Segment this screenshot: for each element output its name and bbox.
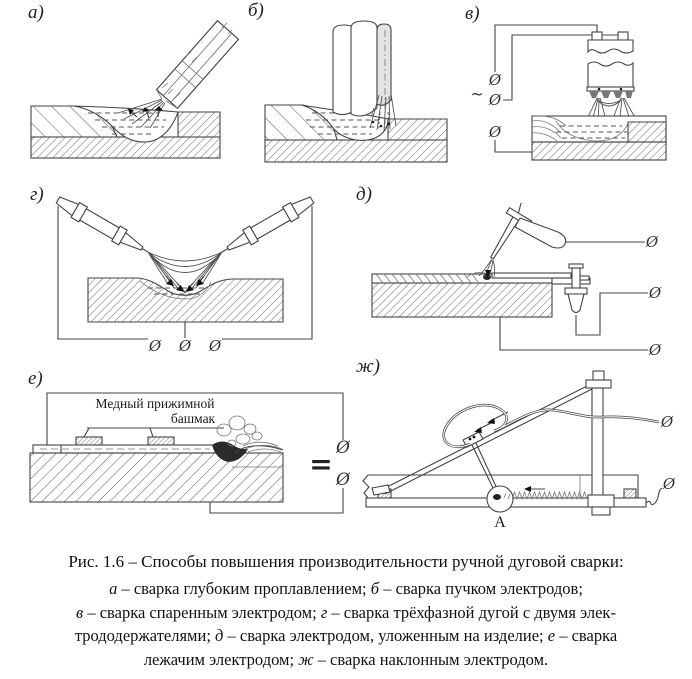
terminal-icon: Ø (662, 475, 676, 493)
dc-symbol: = (309, 448, 332, 481)
caption-letter: б (370, 579, 380, 598)
caption-text: – сварка трёхфазной дугой с двумя элек- (327, 602, 616, 622)
caption-letter: д (215, 626, 224, 645)
panel-label-v: в) (465, 3, 480, 24)
terminal-icon: Ø (335, 470, 351, 490)
copper-shoe-label-line1: Медный прижимной (96, 396, 215, 411)
copper-shoe-label-line2: башмак (171, 411, 216, 426)
top-wire (46, 392, 344, 445)
feed-arrows (474, 411, 545, 492)
caption-text: – сварка спаренным электродом; (83, 602, 321, 622)
workpiece (371, 273, 591, 318)
point-a-label: А (494, 514, 506, 531)
leader-lines (83, 427, 224, 438)
terminal-icon: Ø (178, 337, 192, 355)
caption-title: Рис. 1.6 – Способы повышения производите… (68, 552, 624, 571)
diagram-d-laid-electrode: Ø Ø Ø (371, 202, 662, 359)
arc-bundle (147, 251, 223, 294)
panel-label-e: е) (28, 368, 43, 389)
terminal-icon: Ø (488, 123, 502, 141)
caption-text: – сварка (555, 626, 618, 645)
terminal-icon: Ø (148, 337, 162, 355)
panel-label-g: г) (30, 184, 44, 205)
figure-caption: Рис. 1.6 – Способы повышения производите… (0, 552, 692, 671)
caption-letter: ж (298, 649, 314, 669)
caption-letter: г (320, 602, 328, 622)
caption-text: – сварка пучком электродов; (379, 579, 583, 598)
terminal-icon: Ø (648, 341, 662, 359)
arc-streaks (369, 93, 397, 132)
electrode-holder-vertical (564, 263, 590, 314)
electrode-holder (586, 31, 635, 98)
caption-line-2: в – сварка спаренным электродом; г – сва… (0, 601, 692, 625)
workpiece (87, 277, 284, 323)
supply-wires (499, 241, 648, 351)
twin-arcs (584, 97, 638, 128)
workpiece (264, 104, 448, 163)
electrode (155, 19, 240, 110)
terminal-icon: Ø (335, 438, 351, 458)
diagram-zh-inclined-electrode: А Ø Ø (362, 370, 676, 531)
caption-text: трододержателями; (74, 626, 216, 645)
weld-crater-and-bead (212, 441, 284, 468)
workpiece (531, 115, 667, 161)
terminal-icon: Ø (648, 284, 662, 302)
diagram-b-electrode-bundle (264, 20, 448, 163)
arc-rays (117, 98, 166, 129)
terminal-icon: Ø (645, 233, 659, 251)
electrode-holder-right (221, 196, 315, 253)
diagram-v-twin-electrode: Ø Ø Ø ~ (470, 24, 667, 161)
support-post (585, 370, 615, 516)
inclined-rod (371, 384, 593, 496)
lying-electrode (32, 444, 216, 454)
terminal-icon: Ø (660, 413, 674, 431)
panel-label-a: а) (28, 2, 44, 23)
terminal-icon: Ø (488, 91, 502, 109)
caption-line-1: а – сварка глубоким проплавлением; б – с… (0, 577, 692, 601)
workpiece (29, 452, 284, 503)
diagram-g-three-phase: Ø Ø Ø (55, 196, 315, 355)
electrode-holder-left (55, 196, 149, 253)
panel-label-b: б) (248, 0, 264, 21)
caption-text: – сварка наклонным электродом. (313, 649, 549, 669)
caption-letter: в (76, 602, 84, 622)
spring-coil (511, 490, 588, 501)
caption-line-3: трододержателями; д – сварка электродом,… (0, 624, 692, 648)
terminal-icon: Ø (208, 337, 222, 355)
caption-line-4: лежачим электродом; ж – сварка наклонным… (0, 648, 692, 672)
welding-cable (442, 403, 660, 449)
arc-rays (478, 258, 496, 278)
copper-shoes (75, 436, 175, 446)
weld-point-a (486, 485, 514, 513)
electrode-holder-tilted (489, 202, 567, 260)
caption-text: лежачим электродом; (143, 649, 299, 669)
electrode-bundle (332, 20, 392, 128)
caption-letter: а (109, 579, 118, 598)
bottom-wire (209, 488, 344, 514)
caption-text: – сварка электродом, уложенным на издели… (223, 626, 548, 645)
caption-letter: е (547, 626, 556, 645)
smoke (216, 415, 263, 447)
diagram-e-lying-electrode: Медный прижимной башмак Ø Ø = (29, 392, 351, 514)
caption-text: – сварка глубоким проплавлением; (117, 579, 371, 598)
ground-wire (645, 487, 663, 506)
panel-label-zh: ж) (356, 356, 381, 377)
diagram-a-deep-penetration (30, 19, 240, 159)
ac-symbol: ~ (470, 85, 483, 104)
terminal-icon: Ø (488, 71, 502, 89)
supply-wires (57, 206, 313, 340)
panel-label-d: д) (356, 184, 372, 205)
